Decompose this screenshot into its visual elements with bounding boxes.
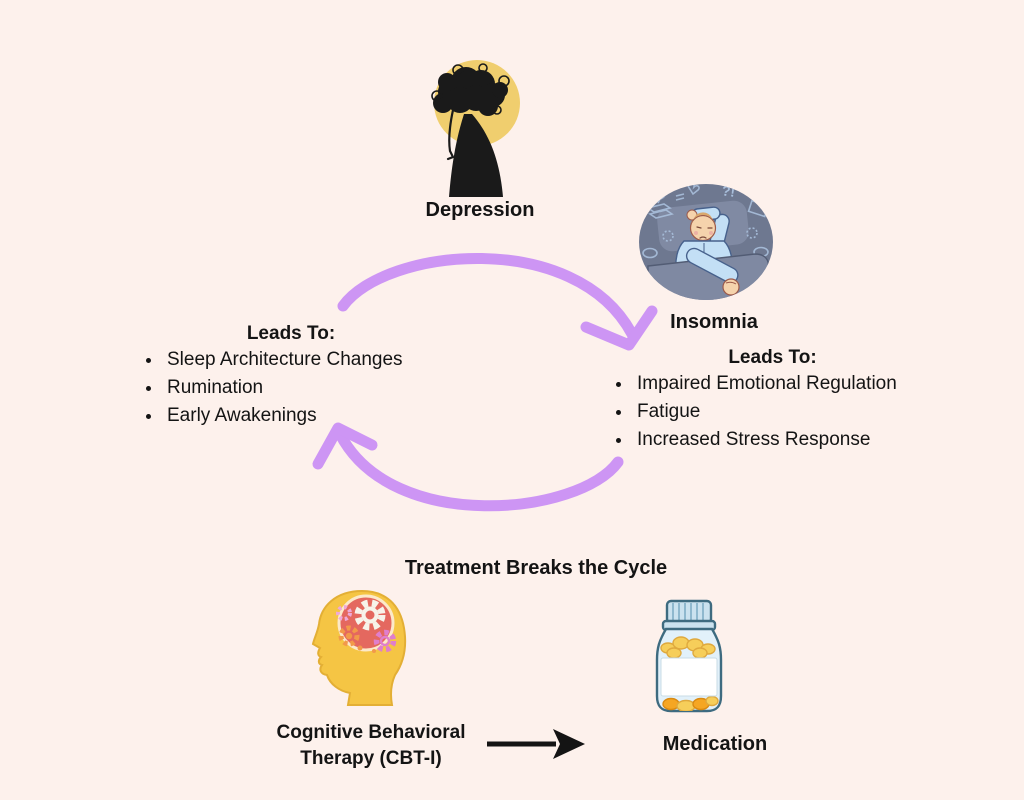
svg-text:?!: ?! [721, 182, 736, 200]
cbt-label: Cognitive Behavioral Therapy (CBT-I) [276, 722, 466, 769]
treatment-caption: Treatment Breaks the Cycle [404, 557, 668, 579]
list-item: Rumination [163, 377, 449, 398]
depression-effects-block: Leads To: Sleep Architecture Changes Rum… [133, 323, 449, 433]
list-item: Increased Stress Response [633, 429, 945, 450]
insomnia-label: Insomnia [670, 311, 758, 333]
list-item: Sleep Architecture Changes [163, 349, 449, 370]
right-arrow-icon [487, 729, 585, 759]
list-item: Impaired Emotional Regulation [633, 373, 945, 394]
depression-effects-heading: Leads To: [246, 323, 336, 344]
pill-bottle-icon [655, 599, 723, 713]
depression-effects-list: Sleep Architecture Changes Rumination Ea… [133, 349, 449, 426]
list-item: Early Awakenings [163, 405, 449, 426]
medication-label: Medication [662, 733, 768, 755]
cycle-arrow-bottom [312, 422, 624, 512]
cycle-arrow-top [337, 253, 658, 351]
depression-label: Depression [425, 199, 535, 221]
insomnia-effects-block: Leads To: Impaired Emotional Regulation … [600, 347, 945, 457]
list-item: Fatigue [633, 401, 945, 422]
insomnia-illustration-icon: ?! [639, 182, 773, 300]
depression-illustration-icon [431, 60, 520, 197]
insomnia-effects-list: Impaired Emotional Regulation Fatigue In… [600, 373, 945, 450]
brain-gears-icon [311, 589, 407, 706]
insomnia-effects-heading: Leads To: [728, 347, 817, 368]
